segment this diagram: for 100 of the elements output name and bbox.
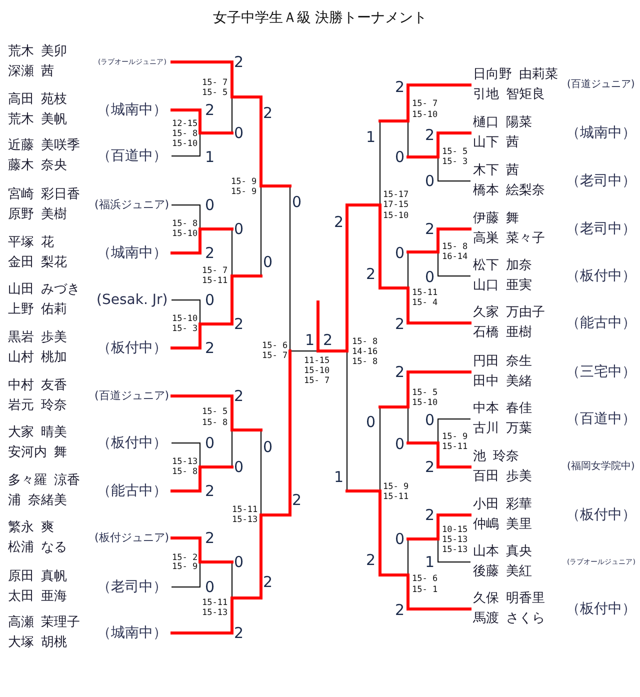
match-score: 2 <box>366 552 376 568</box>
set-score: 15- 7 <box>202 78 228 88</box>
player-name: 宮崎 彩日香 <box>8 187 80 203</box>
set-score: 15- 7 <box>262 351 288 361</box>
player-name: 松浦 なる <box>8 540 68 556</box>
player-name: 山下 茜 <box>473 135 520 151</box>
match-score: 0 <box>234 221 244 237</box>
player-name: 円田 奈生 <box>473 354 532 370</box>
player-name: 金田 梨花 <box>8 255 68 271</box>
set-score: 15- 7 <box>202 266 228 276</box>
set-score: 15-10 <box>412 398 438 408</box>
team-name: （板付中） <box>97 435 167 451</box>
set-score: 15- 5 <box>412 388 438 398</box>
player-name: 山本 真央 <box>473 544 532 560</box>
set-score: 15-10 <box>383 211 409 221</box>
player-name: 大塚 胡桃 <box>8 635 68 651</box>
player-name: 小田 彩華 <box>473 497 532 513</box>
set-score: 15- 8 <box>442 242 468 252</box>
match-score: 2 <box>425 507 435 523</box>
match-score: 0 <box>205 435 215 451</box>
set-score: 15- 6 <box>262 341 288 351</box>
player-name: 原田 真帆 <box>8 569 68 585</box>
set-score: 15-10 <box>172 314 198 324</box>
set-score: 15-13 <box>172 457 198 467</box>
team-name: （城南中） <box>97 625 167 641</box>
match-score: 0 <box>395 436 405 452</box>
set-score: 15- 8 <box>352 337 378 347</box>
player-name: 池 玲奈 <box>473 449 520 465</box>
team-name: (Sesak. Jr) <box>96 292 168 308</box>
player-name: 仲嶋 美里 <box>473 517 532 533</box>
match-score: 0 <box>395 245 405 261</box>
player-name: 深瀬 茜 <box>8 64 54 80</box>
match-score: 0 <box>234 125 244 141</box>
player-name: 石橋 亜樹 <box>473 325 532 341</box>
set-score: 15-11 <box>232 505 258 515</box>
player-name: 中村 友香 <box>8 378 68 394</box>
set-score: 15- 8 <box>202 418 228 428</box>
team-name: （板付中） <box>566 507 636 523</box>
match-score: 0 <box>292 194 302 210</box>
player-name: 山口 亜実 <box>473 278 532 294</box>
match-score: 1 <box>205 149 215 165</box>
set-score: 15- 9 <box>442 432 468 442</box>
player-name: 後藤 美紅 <box>473 564 532 580</box>
set-score: 15- 2 <box>172 553 198 563</box>
match-score: 0 <box>263 439 273 455</box>
player-name: 岩元 玲奈 <box>8 398 68 414</box>
team-name: (板付ジュニア) <box>94 530 170 546</box>
set-score: 15-11 <box>202 276 228 286</box>
set-score: 15-10 <box>304 366 330 376</box>
team-name: （城南中） <box>97 245 167 261</box>
match-score: 0 <box>425 269 435 285</box>
set-score: 15-17 <box>383 190 409 200</box>
title: 女子中学生Ａ級 決勝トーナメント <box>212 9 428 27</box>
team-name: (福浜ジュニア) <box>94 197 170 213</box>
set-score: 15- 3 <box>442 157 468 167</box>
set-score: 15- 8 <box>352 357 378 367</box>
match-score: 2 <box>205 340 215 356</box>
team-name: （城南中） <box>97 102 167 118</box>
player-name: 馬渡 さくら <box>473 611 546 627</box>
match-score: 0 <box>234 554 244 570</box>
match-score: 2 <box>395 602 405 618</box>
set-score: 15-11 <box>412 288 438 298</box>
set-score: 15-13 <box>442 535 468 545</box>
player-name: 安河内 舞 <box>8 445 68 461</box>
match-score: 0 <box>263 254 273 270</box>
match-score: 0 <box>366 414 376 430</box>
match-score: 0 <box>205 292 215 308</box>
set-score: 11-15 <box>304 356 330 366</box>
match-score: 1 <box>425 554 435 570</box>
match-score: 0 <box>395 149 405 165</box>
match-score: 2 <box>234 54 244 70</box>
player-name: 藤木 奈央 <box>8 158 68 174</box>
player-name: 平塚 花 <box>8 235 54 251</box>
set-score: 15- 8 <box>172 219 198 229</box>
player-name: 太田 亜海 <box>8 589 68 605</box>
player-name: 原野 美樹 <box>8 207 68 223</box>
set-score: 15-13 <box>202 608 228 618</box>
match-score: 0 <box>205 579 215 595</box>
match-score: 2 <box>263 574 273 590</box>
match-score: 0 <box>425 412 435 428</box>
player-name: 日向野 由莉菜 <box>473 67 558 83</box>
player-name: 近藤 美咲季 <box>8 138 80 154</box>
team-name: （城南中） <box>566 125 636 141</box>
match-score: 2 <box>263 105 273 121</box>
player-name: 古川 万葉 <box>473 421 532 437</box>
set-score: 15-11 <box>383 492 409 502</box>
match-score: 2 <box>323 332 333 348</box>
player-name: 山田 みづき <box>8 282 80 298</box>
match-score: 2 <box>234 625 244 641</box>
team-name: （板付中） <box>97 340 167 356</box>
player-name: 大家 晴美 <box>8 425 68 441</box>
set-score: 15-11 <box>442 442 468 452</box>
match-score: 2 <box>205 102 215 118</box>
set-score: 15- 1 <box>412 585 438 595</box>
match-score: 2 <box>425 459 435 475</box>
team-name: （能古中） <box>97 483 167 499</box>
player-name: 荒木 美卯 <box>8 44 68 60</box>
set-score: 15-13 <box>232 515 258 525</box>
team-name: （老司中） <box>97 579 167 595</box>
player-name: 橋本 絵梨奈 <box>473 183 546 199</box>
